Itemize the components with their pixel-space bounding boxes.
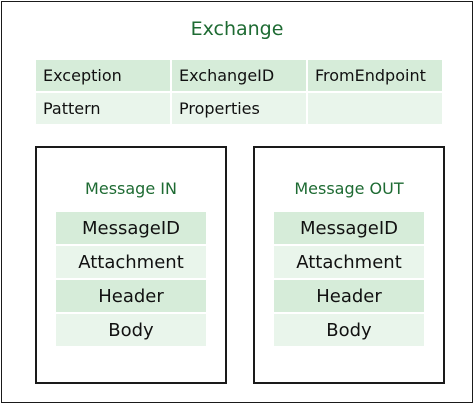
message-in-field-attachment: Attachment: [56, 246, 206, 278]
message-out-box: Message OUT MessageID Attachment Header …: [253, 146, 445, 384]
exchange-field-properties: Properties: [172, 93, 306, 124]
message-in-fields: MessageID Attachment Header Body: [56, 212, 206, 346]
exchange-title: Exchange: [190, 18, 284, 40]
message-in-title: Message IN: [85, 179, 177, 198]
message-out-field-body: Body: [274, 314, 424, 346]
message-out-field-attachment: Attachment: [274, 246, 424, 278]
message-in-field-header: Header: [56, 280, 206, 312]
message-out-field-messageid: MessageID: [274, 212, 424, 244]
message-out-field-header: Header: [274, 280, 424, 312]
exchange-field-empty: [308, 93, 442, 124]
exchange-fields-grid: Exception ExchangeID FromEndpoint Patter…: [36, 60, 442, 124]
message-out-fields: MessageID Attachment Header Body: [274, 212, 424, 346]
exchange-field-fromendpoint: FromEndpoint: [308, 60, 442, 91]
message-out-title: Message OUT: [294, 179, 404, 198]
message-in-field-messageid: MessageID: [56, 212, 206, 244]
exchange-field-pattern: Pattern: [36, 93, 170, 124]
message-in-field-body: Body: [56, 314, 206, 346]
exchange-field-exchangeid: ExchangeID: [172, 60, 306, 91]
exchange-field-exception: Exception: [36, 60, 170, 91]
message-in-box: Message IN MessageID Attachment Header B…: [35, 146, 227, 384]
